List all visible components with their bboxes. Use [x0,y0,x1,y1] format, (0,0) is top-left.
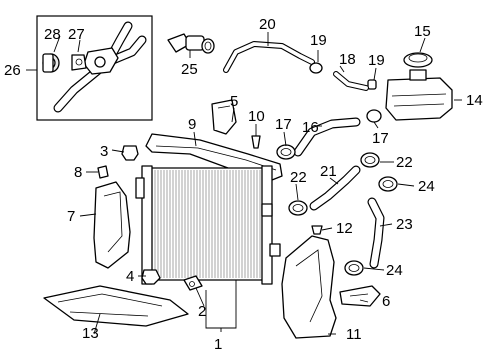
callout-24-lower: 24 [386,262,403,279]
part-14-surge-tank [385,69,453,121]
part-23-lower-hose [367,197,385,269]
part-4-insulator [141,269,161,285]
callout-7: 7 [67,208,75,225]
part-1-radiator [135,165,281,285]
part-24-clamp-lower [344,260,364,276]
callout-3: 3 [100,143,108,160]
part-27-gasket [71,54,87,71]
callout-labels: 1 2 3 4 5 6 7 8 9 10 11 12 13 14 15 16 1… [4,16,483,353]
part-7-side-baffle [93,181,131,269]
callout-19-right: 19 [368,52,385,69]
part-21-hose [309,165,361,211]
callout-16: 16 [302,119,319,136]
part-20-overflow-hose [223,41,315,73]
part-6-bracket [339,285,381,307]
callout-25: 25 [181,61,198,78]
part-15-surge-tank-cap [403,52,433,68]
part-19-clamp-right [367,79,377,90]
callout-24-upper: 24 [418,178,435,195]
callout-6: 6 [382,293,390,310]
callout-8: 8 [74,164,82,181]
part-28-thermostat [42,53,60,73]
part-13-lower-deflector [43,285,189,327]
callout-5: 5 [230,93,238,110]
part-24-clamp-upper [378,176,398,192]
callout-12: 12 [336,220,353,237]
callout-2: 2 [198,303,206,320]
callout-17-left: 17 [275,116,292,133]
part-25-hose-coupling [167,33,215,54]
part-18-hose [333,71,369,91]
part-22-clamp-upper [360,152,380,168]
part-5-bracket [211,99,237,135]
callout-1: 1 [214,336,222,353]
callout-22-left: 22 [290,169,307,186]
radiator-fins [154,170,261,278]
callout-14: 14 [466,92,483,109]
callout-26: 26 [4,62,21,79]
part-3-cap [121,145,139,161]
part-16-upper-hose [293,117,361,157]
callout-19-left: 19 [310,32,327,49]
callout-17-right: 17 [372,130,389,147]
leader-lines [26,32,462,335]
callout-15: 15 [414,23,431,40]
callout-27: 27 [68,26,85,43]
callout-20: 20 [259,16,276,33]
callout-4: 4 [126,268,134,285]
part-10-clip [251,135,261,149]
callout-9: 9 [188,116,196,133]
part-17-clamp-right [366,109,382,123]
callout-21: 21 [320,163,337,180]
callout-18: 18 [339,51,356,68]
part-22-clamp-lower [288,200,308,216]
callout-10: 10 [248,108,265,125]
inset-detail-box [36,15,153,121]
part-12-clip [311,225,323,235]
part-17-clamp-left [276,144,296,160]
callout-23: 23 [396,216,413,233]
part-2-drain-valve [183,275,203,291]
callout-11: 11 [346,326,362,343]
callout-13: 13 [82,325,99,342]
callout-28: 28 [44,26,61,43]
part-19-clamp-left [309,62,323,74]
callout-22-right: 22 [396,154,413,171]
part-11-side-baffle [281,235,337,339]
part-8-nut [97,165,109,179]
